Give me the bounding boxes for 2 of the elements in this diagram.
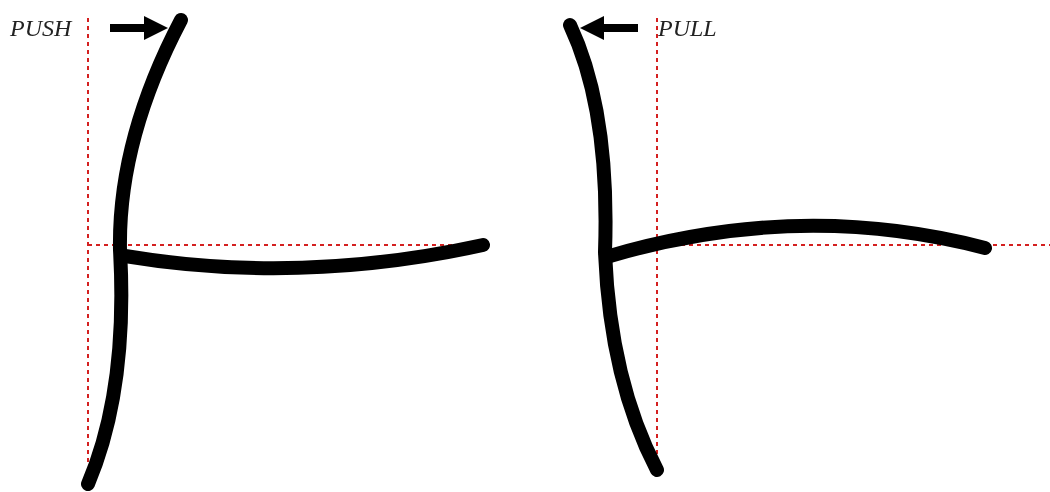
force-label: PUSH	[10, 16, 72, 40]
force-label: PULL	[658, 16, 717, 40]
